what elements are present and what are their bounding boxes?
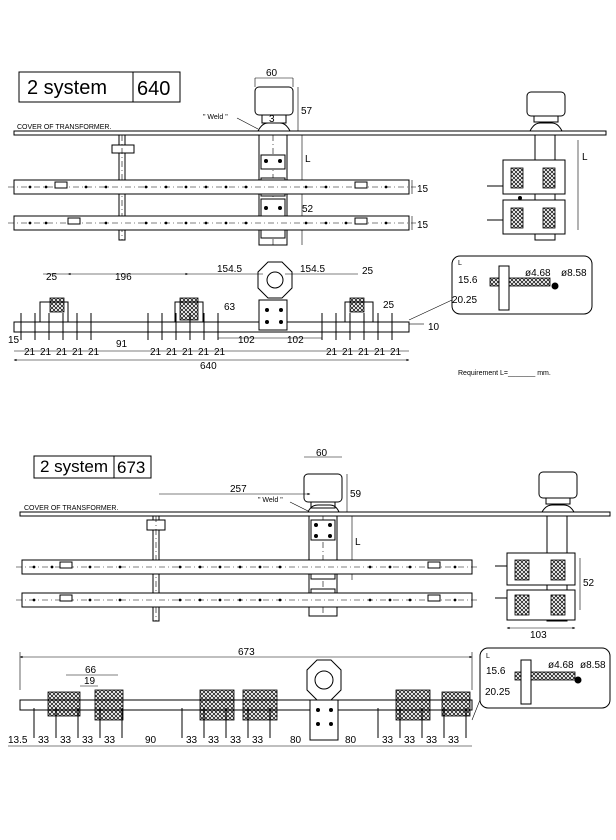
top-dim-196: 196: [115, 272, 132, 283]
top-dim-60: 60: [266, 68, 278, 79]
bottom-detail-L: L: [486, 653, 490, 660]
top-dim-91: 91: [116, 339, 128, 350]
top-detail-20-25: 20.25: [452, 295, 477, 306]
top-pitch-mid-4: 21: [198, 347, 210, 358]
bottom-cover-label: COVER OF TRANSFORMER.: [24, 505, 118, 512]
top-dim-102a: 102: [238, 335, 255, 346]
bottom-dim-257: 257: [230, 484, 247, 495]
top-side-dim-L: L: [582, 152, 588, 163]
top-pitch-mid-2: 21: [166, 347, 178, 358]
bottom-pitch-left-1: 33: [38, 735, 50, 746]
bottom-title-number: 673: [117, 458, 145, 477]
bottom-pitch-mid-3: 33: [230, 735, 242, 746]
top-pitch-left-2: 21: [40, 347, 52, 358]
bottom-dim-19: 19: [84, 676, 96, 687]
top-title-word: 2 system: [27, 77, 107, 99]
bottom-dim-673: 673: [238, 647, 255, 658]
top-dim-102b: 102: [287, 335, 304, 346]
top-contact-bars: 15 15: [8, 179, 429, 231]
top-pitch-right-2: 21: [342, 347, 354, 358]
top-title-box: 2 system 640: [18, 71, 181, 103]
bottom-detail-callout: L 15.6 20.25 ø4.68 ø8.58: [471, 647, 611, 721]
top-detail-dia-8-58: ø8.58: [561, 268, 587, 279]
top-pitch-right-4: 21: [374, 347, 386, 358]
bottom-dim-80a: 80: [290, 735, 302, 746]
top-dim-640: 640: [200, 361, 217, 372]
top-transformer-cover: COVER OF TRANSFORMER.: [13, 124, 607, 136]
top-pitch-right-5: 21: [390, 347, 402, 358]
top-pitch-left-5: 21: [88, 347, 100, 358]
top-dim-15b: 15: [417, 220, 429, 231]
top-pitch-left-4: 21: [72, 347, 84, 358]
bottom-system-drawing: 2 system 673 COVER OF TRANSFORMER. 60 59…: [8, 448, 611, 747]
bottom-title-box: 2 system 673: [33, 455, 152, 479]
top-dim-25c: 25: [383, 300, 395, 311]
bottom-dim-66: 66: [85, 665, 97, 676]
top-weld-label: " Weld ": [203, 114, 228, 121]
top-dim-10: 10: [428, 322, 440, 333]
bottom-detail-dia-4-68: ø4.68: [548, 660, 574, 671]
top-pitch-mid-5: 21: [214, 347, 226, 358]
bottom-pitch-mid-1: 33: [186, 735, 198, 746]
bottom-detail-15-6: 15.6: [486, 666, 506, 677]
top-cover-label: COVER OF TRANSFORMER.: [17, 124, 111, 131]
top-dim-52: 52: [302, 204, 314, 215]
top-dim-15c: 15: [8, 335, 20, 346]
top-plan-view: 25 196 154.5 154.5 25 63 25 10 15 102 10…: [8, 261, 440, 372]
bottom-contact-bars: [16, 559, 478, 608]
top-requirement-note: Requirement L=_______ mm.: [458, 370, 551, 377]
bottom-weld-label: " Weld ": [258, 497, 283, 504]
top-dim-57: 57: [301, 106, 313, 117]
bottom-pitch-mid-2: 33: [208, 735, 220, 746]
bottom-dim-L: L: [355, 537, 361, 548]
bottom-pitch-right-1: 33: [382, 735, 394, 746]
top-pitch-mid-1: 21: [150, 347, 162, 358]
top-dim-L: L: [305, 154, 311, 165]
bottom-pitch-right-2: 33: [404, 735, 416, 746]
top-dim-154b: 154.5: [300, 264, 325, 275]
bottom-plan-view: 673 66 19: [8, 647, 473, 747]
bottom-pitch-left-3: 33: [82, 735, 94, 746]
top-pitch-left-1: 21: [24, 347, 36, 358]
top-title-number: 640: [137, 78, 170, 100]
top-detail-callout: L 15.6 20.25 ø4.68 ø8.58: [408, 255, 593, 321]
bottom-dim-90: 90: [145, 735, 157, 746]
top-dim-154a: 154.5: [217, 264, 242, 275]
top-detail-dia-4-68: ø4.68: [525, 268, 551, 279]
top-dim-3: 3: [269, 114, 275, 125]
top-pitch-right-3: 21: [358, 347, 370, 358]
top-dim-63: 63: [224, 302, 236, 313]
bottom-dim-80b: 80: [345, 735, 357, 746]
bottom-side-view: 52 103: [495, 471, 595, 641]
bottom-dim-60: 60: [316, 448, 328, 459]
top-detail-15-6: 15.6: [458, 275, 478, 286]
bottom-pitch-left-4: 33: [104, 735, 116, 746]
bottom-dim-103: 103: [530, 630, 547, 641]
top-operating-head: 60 57 3 " Weld ": [203, 68, 313, 132]
bottom-operating-head: 60 59 257 " Weld ": [159, 448, 362, 513]
bottom-pitch-mid-4: 33: [252, 735, 264, 746]
top-pitch-right-1: 21: [326, 347, 338, 358]
top-dim-25b: 25: [362, 266, 374, 277]
bottom-detail-20-25: 20.25: [485, 687, 510, 698]
top-detail-L: L: [458, 260, 462, 267]
top-pitch-left-3: 21: [56, 347, 68, 358]
top-pitch-mid-3: 21: [182, 347, 194, 358]
top-dim-15a: 15: [417, 184, 429, 195]
bottom-pitch-left-2: 33: [60, 735, 72, 746]
top-system-drawing: 2 system 640 COVER OF TRANSFORMER. 60 57…: [8, 68, 607, 377]
top-side-view: L: [487, 91, 588, 241]
bottom-pitch-right-3: 33: [426, 735, 438, 746]
bottom-title-word: 2 system: [40, 457, 108, 476]
bottom-detail-dia-8-58: ø8.58: [580, 660, 606, 671]
bottom-dim-13-5: 13.5: [8, 735, 28, 746]
top-dim-25a: 25: [46, 272, 58, 283]
bottom-dim-52: 52: [583, 578, 595, 589]
bottom-dim-59: 59: [350, 489, 362, 500]
bottom-pitch-right-4: 33: [448, 735, 460, 746]
